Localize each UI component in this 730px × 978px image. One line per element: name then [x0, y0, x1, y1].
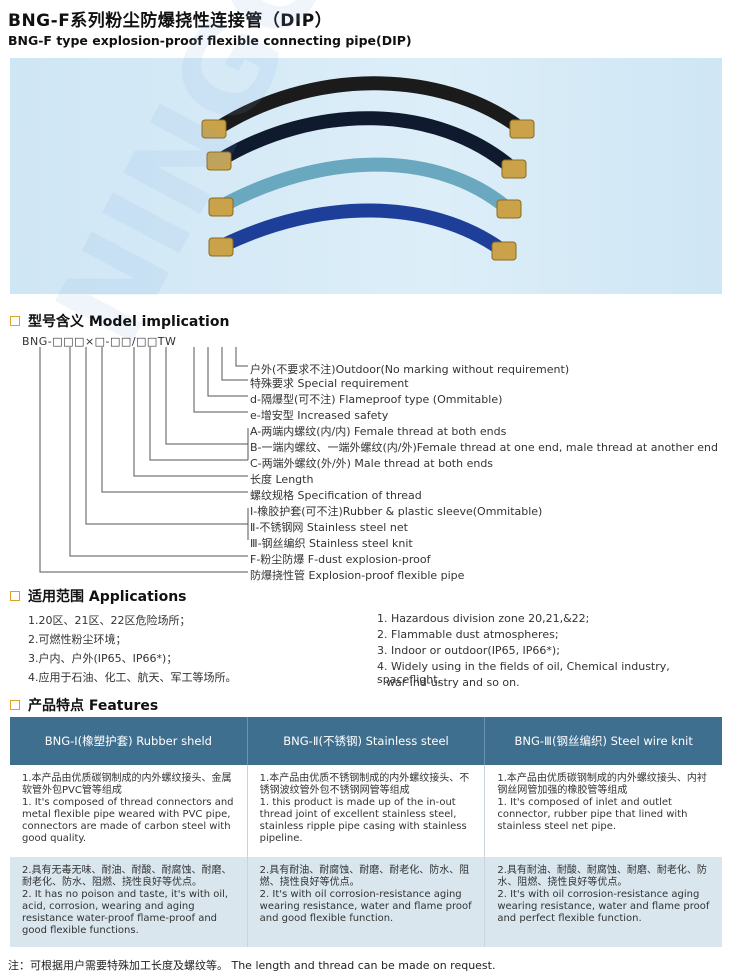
- application-cn-item: 1.20区、21区、22区危险场所；: [28, 614, 191, 627]
- section-features: 产品特点 Features: [10, 695, 158, 715]
- model-tree-lines: [39, 347, 249, 573]
- application-en-item: war ind-ustry and so on.: [386, 676, 520, 689]
- model-label: 防爆挠性管 Explosion-proof flexible pipe: [250, 569, 465, 582]
- section-model: 型号含义 Model implication: [10, 311, 229, 331]
- table-cell: 2.具有无毒无味、耐油、耐酸、耐腐蚀、耐磨、耐老化、防水、阻燃、挠性良好等优点。…: [10, 857, 248, 947]
- column-header: BNG-Ⅲ(钢丝编织) Steel wire knit: [514, 734, 693, 748]
- model-label: F-粉尘防爆 F-dust explosion-proof: [250, 553, 431, 566]
- model-label: A-两端内螺纹(内/内) Female thread at both ends: [250, 425, 507, 438]
- application-en-item: 2. Flammable dust atmospheres;: [377, 628, 559, 641]
- table-cell: 2.具有耐油、耐酸、耐腐蚀、耐磨、耐老化、防水、阻燃、挠性良好等优点。 2. I…: [497, 865, 710, 924]
- features-table: BNG-Ⅰ(橡塑护套) Rubber sheld BNG-Ⅱ(不锈钢) Stai…: [10, 717, 722, 947]
- table-cell: 1.本产品由优质碳钢制成的内外螺纹接头、内衬钢丝网管加强的橡胶管等组成 1. I…: [497, 773, 707, 832]
- footnote: 注：可根据用户需要特殊加工长度及螺纹等。 The length and thre…: [8, 959, 496, 972]
- application-en-item: 4. Widely using in the fields of oil, Ch…: [377, 660, 670, 686]
- section-applications: 适用范围 Applications: [10, 586, 187, 606]
- page-subtitle: BNG-F type explosion-proof flexible conn…: [8, 33, 412, 48]
- model-label: Ⅰ-橡胶护套(可不注)Rubber & plastic sleeve(Ommit…: [250, 505, 543, 518]
- table-cell: 2.具有耐油、耐腐蚀、耐磨、耐老化、防水、阻燃、挠性良好等优点。 2. It's…: [248, 857, 486, 947]
- model-label: e-增安型 Increased safety: [250, 409, 389, 422]
- application-en-item: 3. Indoor or outdoor(IP65, IP66*);: [377, 644, 560, 657]
- square-bullet-icon: [10, 316, 20, 326]
- application-cn-item: 4.应用于石油、化工、航天、军工等场所。: [28, 671, 237, 684]
- section-title: 型号含义 Model implication: [28, 314, 230, 330]
- model-label: C-两端外螺纹(外/外) Male thread at both ends: [250, 457, 494, 470]
- section-title: 适用范围 Applications: [28, 589, 187, 605]
- column-header: BNG-Ⅰ(橡塑护套) Rubber sheld: [10, 717, 248, 765]
- square-bullet-icon: [10, 591, 20, 601]
- model-label: Ⅲ-钢丝编织 Stainless steel knit: [250, 537, 413, 550]
- application-en-item: 1. Hazardous division zone 20,21,&22;: [377, 612, 590, 625]
- application-cn-item: 2.可燃性粉尘环境；: [28, 633, 127, 646]
- table-row: 1.本产品由优质碳钢制成的内外螺纹接头、金属软管外包PVC管等组成 1. It'…: [10, 765, 722, 857]
- section-title: 产品特点 Features: [28, 698, 159, 714]
- model-label: 螺纹规格 Specification of thread: [250, 489, 422, 502]
- application-cn-item: 3.户内、户外(IP65、IP66*)；: [28, 652, 178, 665]
- table-cell: 1.本产品由优质碳钢制成的内外螺纹接头、金属软管外包PVC管等组成 1. It'…: [10, 765, 248, 857]
- model-label: d-隔爆型(可不注) Flameproof type (Ommitable): [250, 393, 503, 406]
- square-bullet-icon: [10, 700, 20, 710]
- product-photo: [10, 58, 722, 294]
- model-label: 特殊要求 Special requirement: [250, 377, 409, 390]
- hoses-illustration: [201, 76, 535, 261]
- model-label: Ⅱ-不锈钢网 Stainless steel net: [250, 521, 408, 534]
- model-label: 长度 Length: [250, 473, 314, 486]
- features-table-header: BNG-Ⅰ(橡塑护套) Rubber sheld BNG-Ⅱ(不锈钢) Stai…: [10, 717, 722, 765]
- model-code: BNG-□□□×□-□□/□□TW: [22, 335, 177, 348]
- model-label: B-一端内螺纹、一端外螺纹(内/外)Female thread at one e…: [250, 441, 718, 454]
- table-cell: 1.本产品由优质不锈钢制成的内外螺纹接头、不锈钢波纹管外包不锈钢网管等组成 1.…: [248, 765, 486, 857]
- column-header: BNG-Ⅱ(不锈钢) Stainless steel: [248, 717, 486, 765]
- page-title: BNG-F系列粉尘防爆挠性连接管（DIP）: [8, 11, 333, 31]
- model-label: 户外(不要求不注)Outdoor(No marking without requ…: [250, 363, 570, 376]
- table-row: 2.具有无毒无味、耐油、耐酸、耐腐蚀、耐磨、耐老化、防水、阻燃、挠性良好等优点。…: [10, 857, 722, 947]
